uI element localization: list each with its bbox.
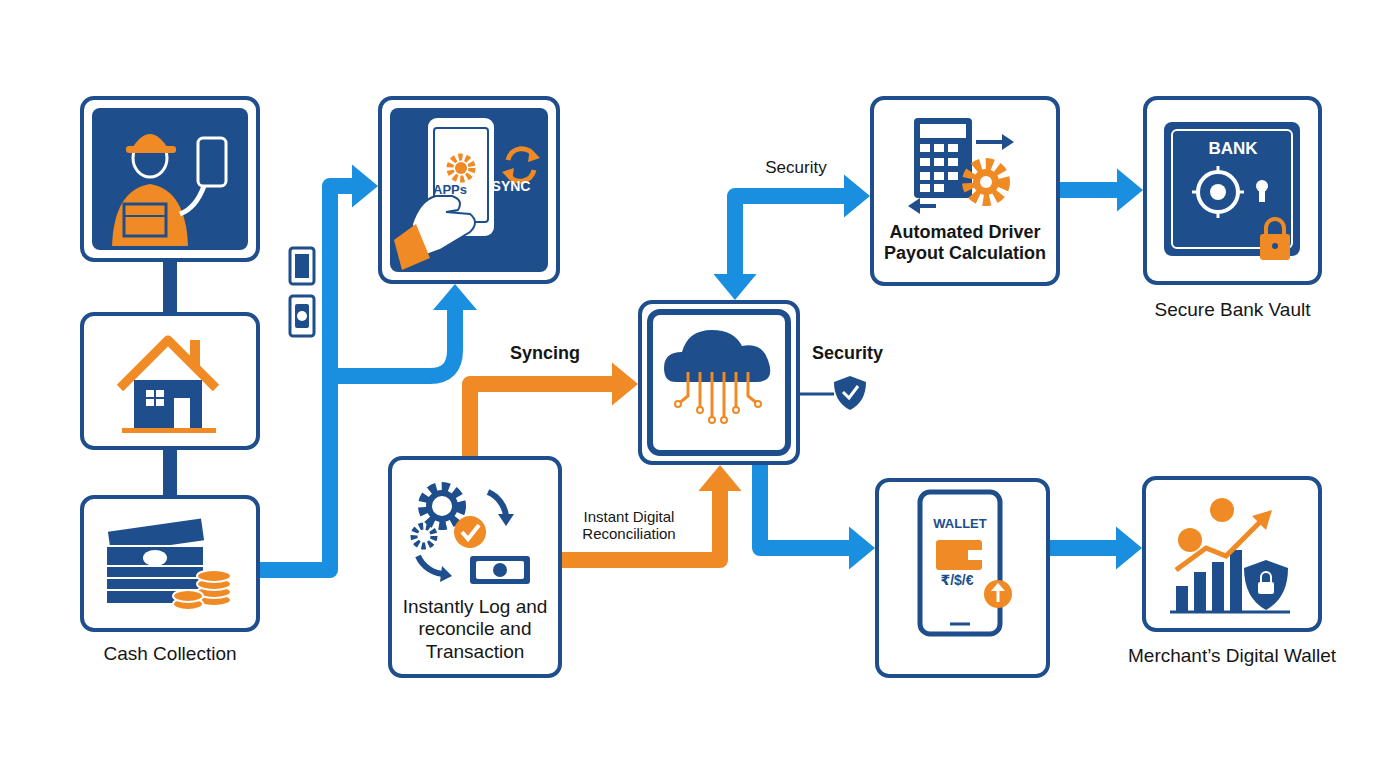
box-caption: Secure Bank Vault [1123, 299, 1342, 321]
icon-text: ₹/$/€ [912, 572, 1002, 589]
icon-panel [92, 108, 248, 250]
box-caption: Merchant’s Digital Wallet [1122, 645, 1342, 667]
flow-arrow [1050, 526, 1142, 569]
icon-text: BANK [1193, 139, 1273, 159]
flow-arrow [260, 164, 378, 570]
edge-label: Syncing [500, 343, 590, 364]
flow-arrow [1060, 168, 1143, 211]
edge-label: Security [756, 158, 836, 178]
courier-icon [112, 134, 226, 246]
card-icons [290, 248, 314, 336]
flow-arrow [562, 465, 742, 560]
branch-arrow [330, 284, 477, 376]
icon-panel [390, 108, 548, 272]
cloud-hub-box [638, 300, 800, 465]
flow-arrow [470, 362, 638, 456]
shield-icon [800, 376, 866, 410]
flow-arrow [170, 262, 171, 312]
flow-arrow [760, 465, 875, 570]
box-caption: Instantly Log and reconcile and Transact… [394, 596, 556, 663]
flow-arrow [170, 450, 171, 495]
app-phone-icon [394, 118, 540, 270]
icon-text: APPs [428, 182, 472, 197]
edge-label: Instant Digital Reconciliation [566, 508, 692, 543]
box-caption: Automated Driver Payout Calculation [874, 222, 1056, 264]
flow-arrow [713, 174, 870, 300]
icon-text: SYNC [484, 178, 538, 195]
vault-icon [1164, 122, 1300, 260]
wallet-phone-icon [920, 492, 1012, 634]
annotation-label: Security [812, 343, 892, 364]
box-caption: Cash Collection [70, 643, 270, 665]
icon-text: WALLET [915, 516, 1005, 531]
